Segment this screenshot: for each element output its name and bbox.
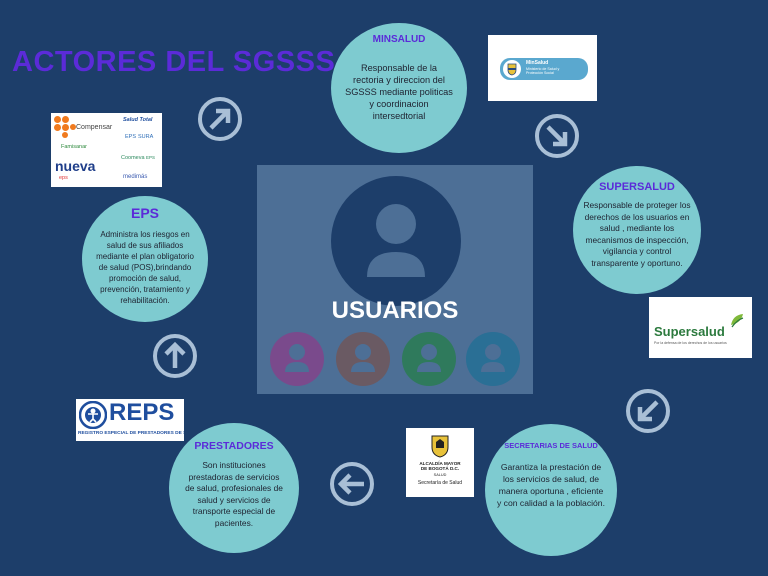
compensar-label: Compensar [76,124,113,131]
salud-total-label: Salud Total [123,117,153,123]
arrow-circle-icon-down-right [535,114,579,158]
minsalud-bubble: MINSALUD Responsable de la rectoria y di… [331,23,467,153]
secretarias-text: Garantiza la prestación de los servicios… [497,462,605,508]
alcaldia-line3: SALUD [433,473,447,477]
minsalud-logo-banner [500,58,588,80]
famisanar-label: Famisanar [61,144,87,150]
minsalud-heading: MINSALUD [372,34,426,45]
arrow-circle-icon-down-left [626,389,670,433]
coomeva-suffix: EPS [146,155,156,160]
arrow-circle-icon-up-right [198,97,242,141]
coomeva-label: Coomeva [121,155,145,161]
nueva-eps-suffix: eps [59,175,68,181]
user-avatar-icon-2 [336,332,390,386]
reps-logo-name: REPS [109,399,175,426]
minsalud-logo: MinSalud Ministerio de Salud y Protecció… [488,35,597,101]
supersalud-bubble: SUPERSALUD Responsable de proteger los d… [573,166,701,294]
prestadores-text: Son instituciones prestadoras de servici… [185,460,283,528]
usuarios-graphic [270,176,520,386]
alcaldia-line2: DE BOGOTÁ D.C. [420,466,460,471]
eps-sura-prefix: EPS [125,134,137,140]
page-title: ACTORES DEL SGSSS [12,46,336,78]
supersalud-logo: Supersalud Por la defensa de los derecho… [649,297,752,358]
prestadores-heading: PRESTADORES [194,440,274,452]
secretarias-bubble: SECRETARIAS DE SALUD Garantiza la presta… [485,424,617,556]
prestadores-bubble: PRESTADORES Son instituciones prestadora… [169,423,299,553]
minsalud-text: Responsable de la rectoria y direccion d… [345,63,453,121]
main-user-avatar-icon [331,176,461,306]
reps-logo: REPS REGISTRO ESPECIAL DE PRESTADORES DE… [76,399,184,441]
eps-brands-logo: Compensar Salud Total EPS SURA Famisanar… [51,113,162,187]
reps-seal-icon [79,401,107,429]
user-avatar-icon-1 [270,332,324,386]
eps-bubble: EPS Administra los riesgos en salud de s… [82,196,208,322]
alcaldia-line4: Secretaría de Salud [417,480,463,486]
supersalud-heading: SUPERSALUD [599,181,675,193]
sura-label: SURA [138,134,154,140]
eps-heading: EPS [130,205,159,221]
minsalud-logo-name: MinSalud [526,60,549,66]
nueva-eps-label: nueva [55,158,96,174]
eps-text: Administra los riesgos en salud de sus a… [96,230,194,306]
minsalud-logo-subtitle: Ministerio de Salud y Protección Social [526,67,560,76]
medimas-label: medimás [123,174,148,180]
compensar-icon [54,116,76,138]
alcaldia-line1: ALCALDÍA MAYOR [419,461,461,466]
supersalud-leaf-icon [731,314,744,328]
alcaldia-logo: ALCALDÍA MAYOR DE BOGOTÁ D.C. SALUD Secr… [406,428,474,497]
secretarias-heading: SECRETARIAS DE SALUD [504,441,598,450]
supersalud-logo-name: Supersalud [654,324,725,339]
arrow-circle-icon-up [153,334,197,378]
arrow-circle-icon-left [330,462,374,506]
bogota-shield-icon [431,435,449,458]
user-avatar-icon-4 [466,332,520,386]
user-avatar-icon-3 [402,332,456,386]
usuarios-label: USUARIOS [331,297,459,324]
supersalud-logo-tagline: Por la defensa de los derechos de los us… [654,341,727,345]
supersalud-text: Responsable de proteger los derechos de … [583,200,691,268]
reps-logo-subtitle: REGISTRO ESPECIAL DE PRESTADORES DE SALU… [78,431,184,436]
colombia-shield-icon [503,60,521,78]
